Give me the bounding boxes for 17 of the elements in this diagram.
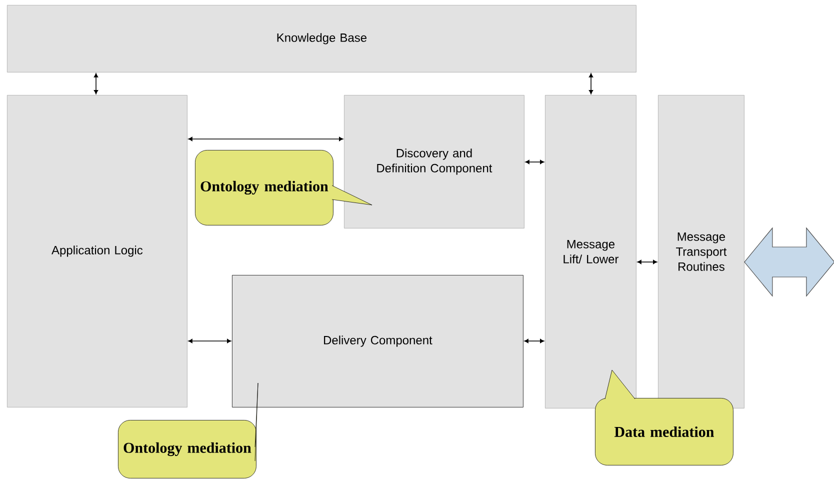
component-box: Discovery and Definition Component [344, 95, 524, 228]
callout: Data mediation [595, 370, 734, 466]
component-box: Application Logic [7, 95, 188, 408]
arrow [188, 136, 344, 142]
component-box: Delivery Component [232, 275, 524, 408]
arrow [188, 338, 232, 344]
callout: Ontology mediation [195, 150, 372, 226]
arrow [524, 338, 544, 344]
component-box: Message Lift/ Lower [545, 95, 636, 408]
component-box: Knowledge Base [7, 5, 636, 72]
arrow [588, 73, 594, 94]
arrow [94, 73, 98, 94]
arrow [525, 160, 544, 164]
double-block-arrow [744, 227, 834, 297]
arrow [637, 260, 658, 264]
component-box: Message Transport Routines [658, 95, 744, 408]
callout: Ontology mediation [118, 382, 258, 478]
